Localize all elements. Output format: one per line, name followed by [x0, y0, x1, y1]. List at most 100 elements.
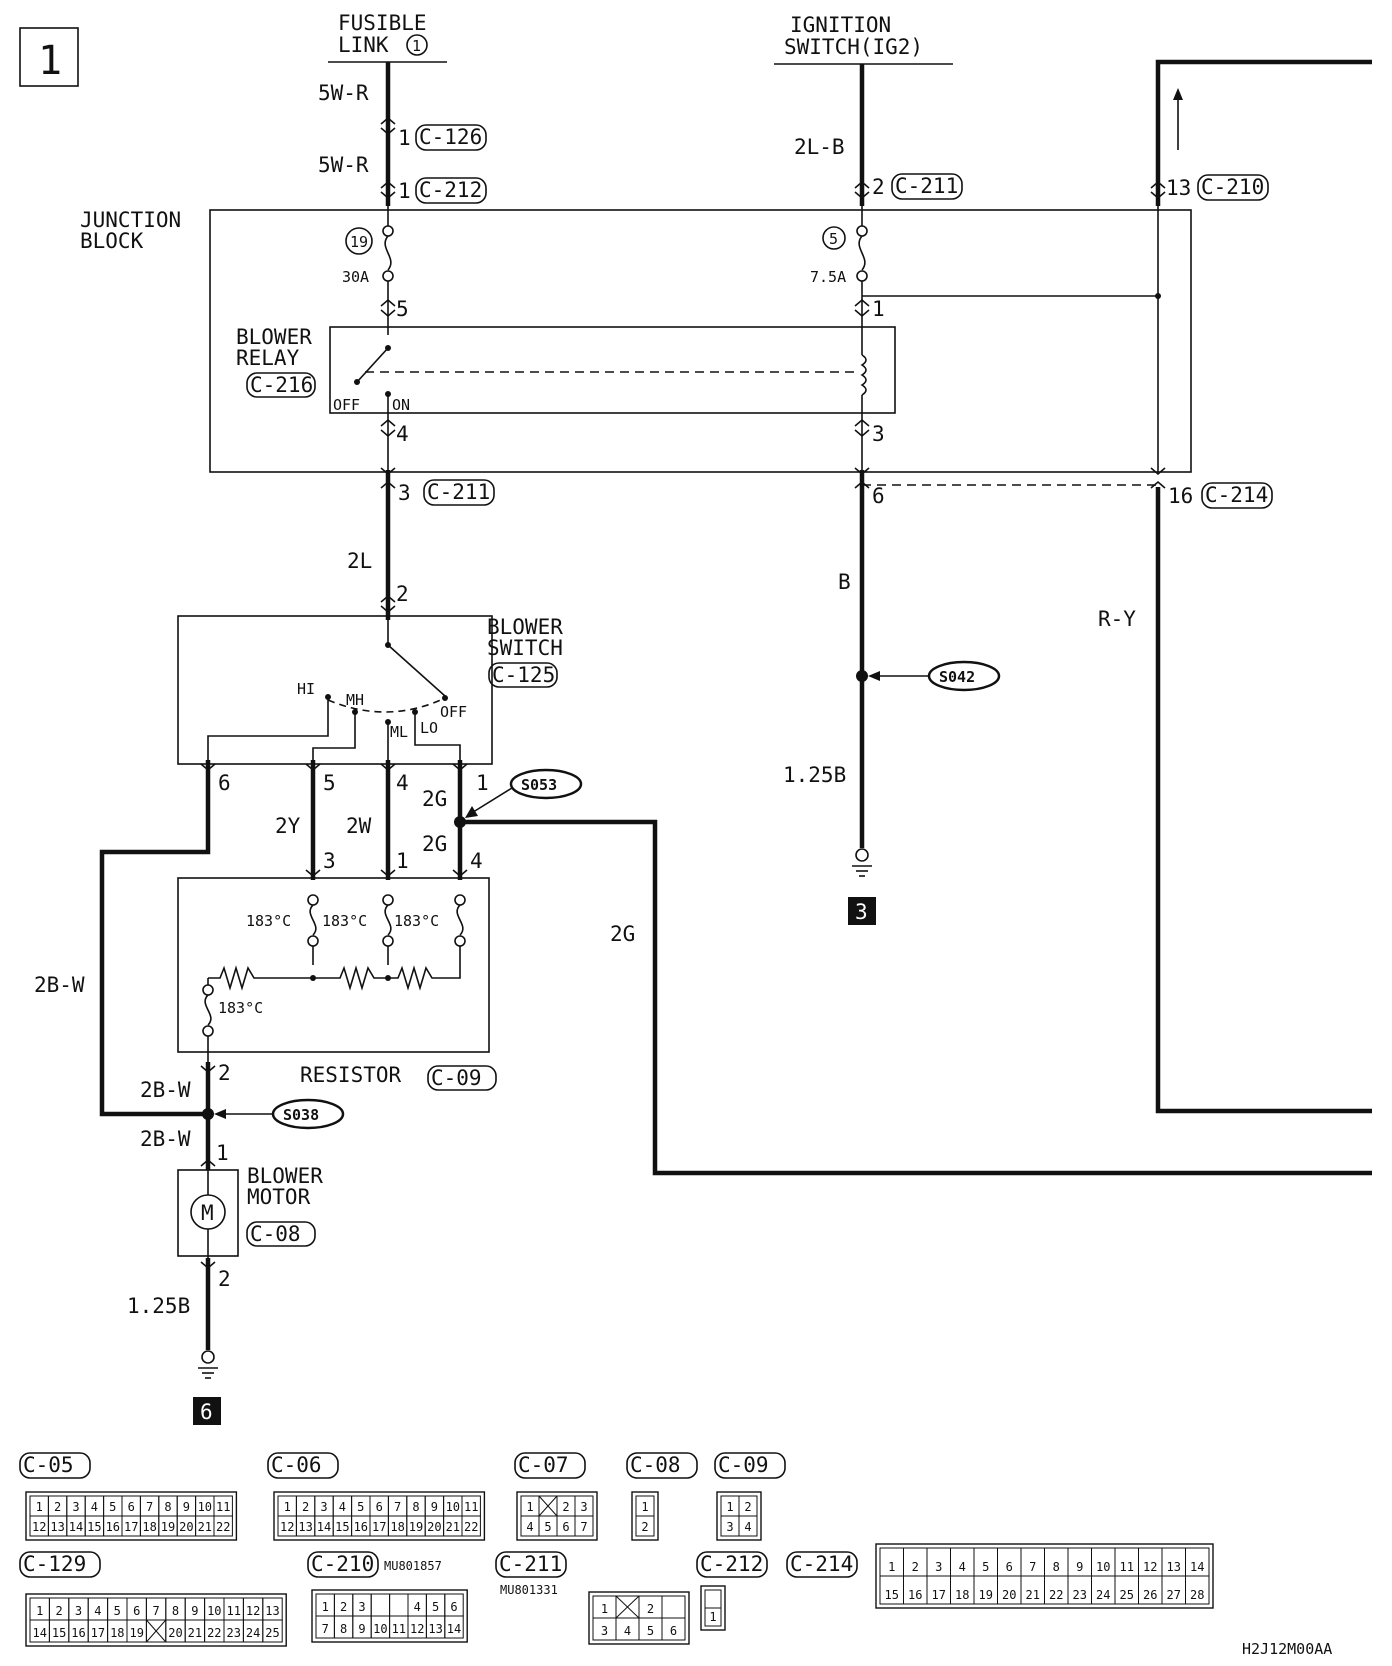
direction-arrow-head [1173, 88, 1183, 100]
switch-off-label: OFF [440, 703, 467, 721]
legend-pin: 10 [198, 1500, 212, 1514]
fuse19-rating: 30A [342, 268, 369, 286]
blower-motor-label-2: MOTOR [247, 1185, 311, 1209]
legend-pin: 13 [50, 1520, 64, 1534]
legend-pin: 8 [164, 1500, 171, 1514]
splice-s042: S042 [939, 668, 975, 686]
relay-coil [860, 354, 867, 396]
legend-pin: 18 [390, 1520, 404, 1534]
splice-s038-oval [271, 1098, 345, 1130]
legend-pin: 2 [647, 1602, 654, 1616]
legend-pin: 7 [1029, 1560, 1036, 1574]
legend-pin: 11 [216, 1500, 230, 1514]
legend-pin: 8 [1053, 1560, 1060, 1574]
legend-pin: 12 [1143, 1560, 1157, 1574]
legend-pin: 22 [207, 1626, 221, 1640]
legend-pin: 1 [36, 1500, 43, 1514]
switch-hi-lead [207, 697, 329, 764]
splice-s042-oval [927, 660, 1001, 692]
conn-c126-pin: 1 [398, 126, 411, 150]
pin-resistor-2: 2 [218, 1061, 231, 1085]
legend-pin: 14 [32, 1626, 46, 1640]
legend-pin: 7 [152, 1604, 159, 1618]
legend-pin: 21 [188, 1626, 202, 1640]
legend-pin: 1 [641, 1500, 648, 1514]
conn-c211-pin3: 3 [398, 481, 411, 505]
legend-pin: 18 [110, 1626, 124, 1640]
wire-c210-top [1155, 59, 1372, 206]
legend-pin: 22 [1049, 1588, 1063, 1602]
legend-pin: 7 [394, 1500, 401, 1514]
wire-label-5wr-top: 5W-R [318, 81, 369, 105]
legend-pin: 1 [526, 1500, 533, 1514]
legend-pin: 4 [91, 1500, 98, 1514]
legend-c09-name: C-09 [718, 1453, 769, 1477]
fuse5-rating: 7.5A [810, 268, 846, 286]
legend-pin: 25 [265, 1626, 279, 1640]
legend-pin: 5 [647, 1624, 654, 1638]
splice-s053-oval [509, 768, 583, 800]
legend-pin: 16 [354, 1520, 368, 1534]
legend-pin: 27 [1167, 1588, 1181, 1602]
legend-pin: 7 [580, 1520, 587, 1534]
legend-pin: 4 [624, 1624, 631, 1638]
legend-pin: 19 [409, 1520, 423, 1534]
legend-pin: 4 [959, 1560, 966, 1574]
legend-pin: 5 [432, 1600, 439, 1614]
splice-s053: S053 [521, 776, 557, 794]
ignition-switch-label: IGNITION SWITCH(IG2) [774, 13, 953, 65]
switch-ml-label: ML [390, 723, 408, 741]
legend-c210-name: C-210 [311, 1552, 374, 1576]
legend-pin: 9 [1076, 1560, 1083, 1574]
splice-s053-node [454, 816, 466, 828]
pin-switch-4: 4 [396, 771, 409, 795]
legend-c210-part: MU801857 [384, 1559, 442, 1573]
splice-s042-arrow [868, 671, 880, 681]
blower-switch-conn-box [488, 662, 558, 688]
legend-pin: 26 [1143, 1588, 1157, 1602]
legend-pin: 23 [1073, 1588, 1087, 1602]
legend-pin: 19 [161, 1520, 175, 1534]
splice-s053-pointer [469, 787, 513, 815]
motor-symbol: M [201, 1201, 214, 1225]
legend-c08-name: C-08 [630, 1453, 681, 1477]
legend-pin: 14 [447, 1622, 461, 1636]
pin-resistor-3: 3 [323, 849, 336, 873]
pin-switch-1: 1 [476, 771, 489, 795]
legend-pin: 3 [935, 1560, 942, 1574]
legend-pin: 7 [146, 1500, 153, 1514]
fuse5-terminal-bottom [856, 270, 868, 282]
legend-pin: 16 [908, 1588, 922, 1602]
conn-c214-pin: 16 [1168, 484, 1193, 508]
legend-pin: 20 [168, 1626, 182, 1640]
legend-c129-name: C-129 [23, 1552, 86, 1576]
conn-c210-pin: 13 [1166, 176, 1191, 200]
thermal-4: 183°C [218, 999, 263, 1017]
blower-relay-conn-box [246, 372, 316, 398]
legend-pin: 2 [641, 1520, 648, 1534]
legend-c211-part: MU801331 [500, 1583, 558, 1597]
junction-block-box [209, 209, 1192, 473]
legend-pin: 28 [1190, 1588, 1204, 1602]
resistor-conn-box [427, 1065, 497, 1091]
wire-label-125b-top: 1.25B [783, 763, 846, 787]
legend-c06-name: C-06 [271, 1453, 322, 1477]
switch-off-contact [442, 695, 448, 701]
legend-pin: 3 [601, 1624, 608, 1638]
legend-pin: 1 [322, 1600, 329, 1614]
legend-c05-name: C-05 [23, 1453, 74, 1477]
wire-label-125b-motor: 1.25B [127, 1294, 190, 1318]
legend-pin: 10 [1096, 1560, 1110, 1574]
legend-pin: 13 [428, 1622, 442, 1636]
conn-c211-pin2: 2 [872, 175, 885, 199]
legend-pin: 12 [410, 1622, 424, 1636]
blower-motor-conn: C-08 [250, 1222, 301, 1246]
fusible-link-num: 1 [412, 37, 421, 55]
conn-c210: C-210 [1201, 175, 1264, 199]
legend-pin: 16 [106, 1520, 120, 1534]
legend-pin: 19 [129, 1626, 143, 1640]
